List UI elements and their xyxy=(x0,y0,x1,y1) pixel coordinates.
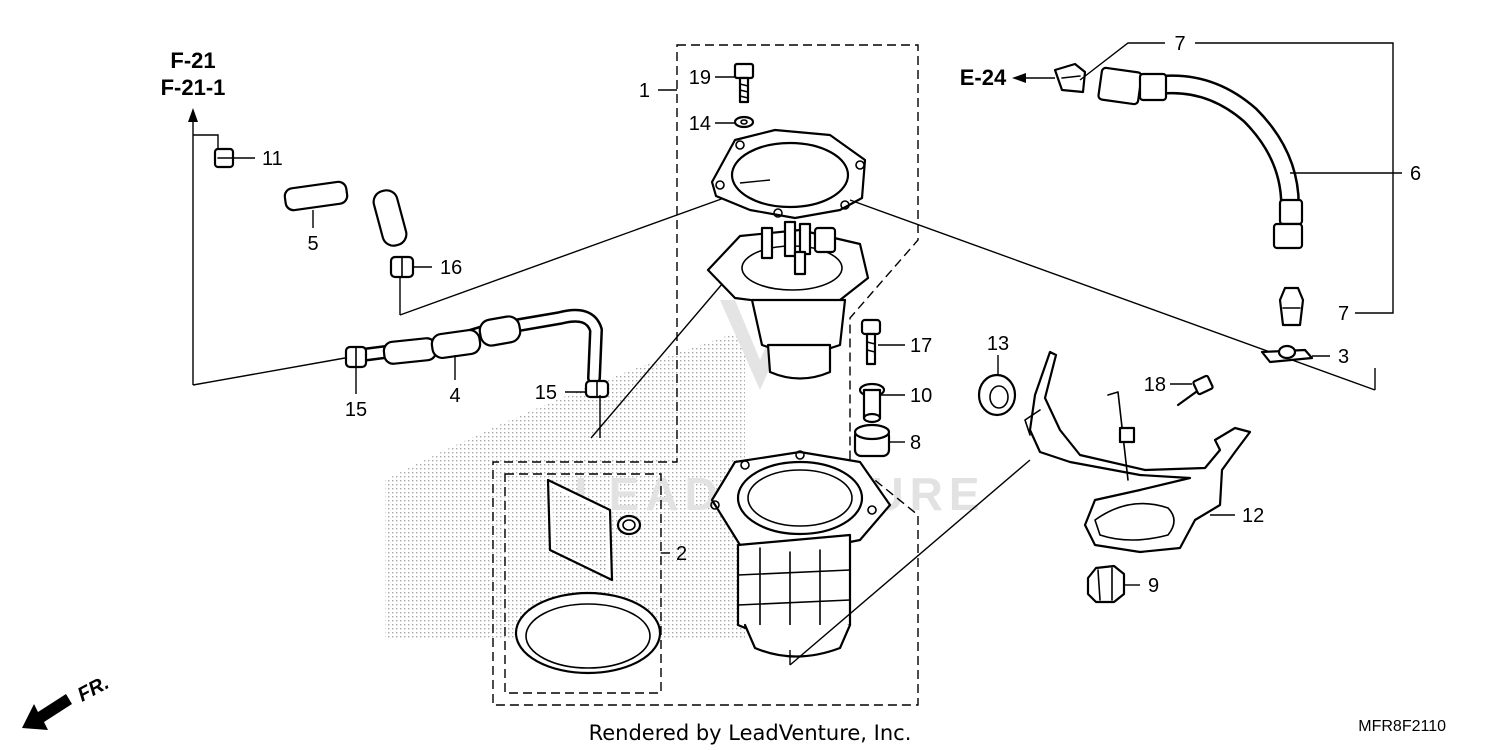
hose-5-icon xyxy=(217,179,408,247)
arrow-left-icon xyxy=(1012,73,1055,83)
callout-11[interactable]: 11 xyxy=(262,148,283,170)
diagram-code: MFR8F2110 xyxy=(1358,718,1446,735)
bolt-18-icon xyxy=(1176,374,1214,407)
fuel-pump-top-icon xyxy=(706,220,870,380)
callout-13[interactable]: 13 xyxy=(987,333,1009,355)
bolt-19-icon xyxy=(733,62,755,104)
grommet-8-icon xyxy=(853,423,891,458)
front-label: FR. xyxy=(74,672,113,707)
callout-2[interactable]: 2 xyxy=(676,543,687,565)
clip-3-icon xyxy=(1260,344,1314,364)
ref-f21-1[interactable]: F-21-1 xyxy=(161,75,226,100)
ref-f21[interactable]: F-21 xyxy=(170,48,215,73)
nut-9-icon xyxy=(1086,564,1126,604)
callout-14[interactable]: 14 xyxy=(689,113,711,135)
clip-15-left-icon xyxy=(344,345,368,369)
credit-text: Rendered by LeadVenture, Inc. xyxy=(589,721,912,745)
callout-8[interactable]: 8 xyxy=(910,432,921,454)
fuel-pump-body-icon xyxy=(710,450,892,665)
arrow-up-icon xyxy=(188,108,198,385)
clip-16-icon xyxy=(389,255,415,279)
callout-7-top[interactable]: 7 xyxy=(1174,33,1185,55)
callout-18[interactable]: 18 xyxy=(1144,374,1166,396)
connector-clip-7-bottom-icon xyxy=(1278,286,1305,327)
callout-15-right[interactable]: 15 xyxy=(535,382,557,404)
connector-clip-7-top-icon xyxy=(1053,62,1087,94)
callout-9[interactable]: 9 xyxy=(1148,575,1159,597)
washer-14-icon xyxy=(733,115,755,129)
callout-6[interactable]: 6 xyxy=(1410,163,1421,185)
callout-1[interactable]: 1 xyxy=(639,80,650,102)
ref-e24[interactable]: E-24 xyxy=(960,65,1007,90)
filter-plate-icon xyxy=(546,478,642,582)
grommet-13-icon xyxy=(977,373,1017,417)
hose-4-icon xyxy=(355,308,603,385)
fuel-hose-6-icon xyxy=(1097,66,1304,250)
bracket-12-icon xyxy=(1024,350,1252,554)
o-ring-icon xyxy=(514,591,662,675)
callout-17[interactable]: 17 xyxy=(910,335,932,357)
clip-11-icon xyxy=(213,147,235,169)
clip-15-right-icon xyxy=(584,379,610,399)
callout-10[interactable]: 10 xyxy=(910,385,932,407)
pump-gasket-icon xyxy=(710,128,867,220)
callout-16[interactable]: 16 xyxy=(440,257,462,279)
callout-3[interactable]: 3 xyxy=(1338,346,1349,368)
callout-4[interactable]: 4 xyxy=(449,385,460,407)
callout-19[interactable]: 19 xyxy=(689,67,711,89)
callout-7-bottom[interactable]: 7 xyxy=(1338,303,1349,325)
assembly-box-2 xyxy=(504,473,662,694)
callout-5[interactable]: 5 xyxy=(307,233,318,255)
collar-10-icon xyxy=(858,382,886,424)
callout-15-left[interactable]: 15 xyxy=(345,399,367,421)
bolt-17-icon xyxy=(860,318,882,366)
callout-12[interactable]: 12 xyxy=(1242,505,1264,527)
front-arrow-icon: FR. xyxy=(22,672,113,730)
callout-7-bracket xyxy=(1079,42,1394,314)
assembly-box-1 xyxy=(492,44,919,706)
